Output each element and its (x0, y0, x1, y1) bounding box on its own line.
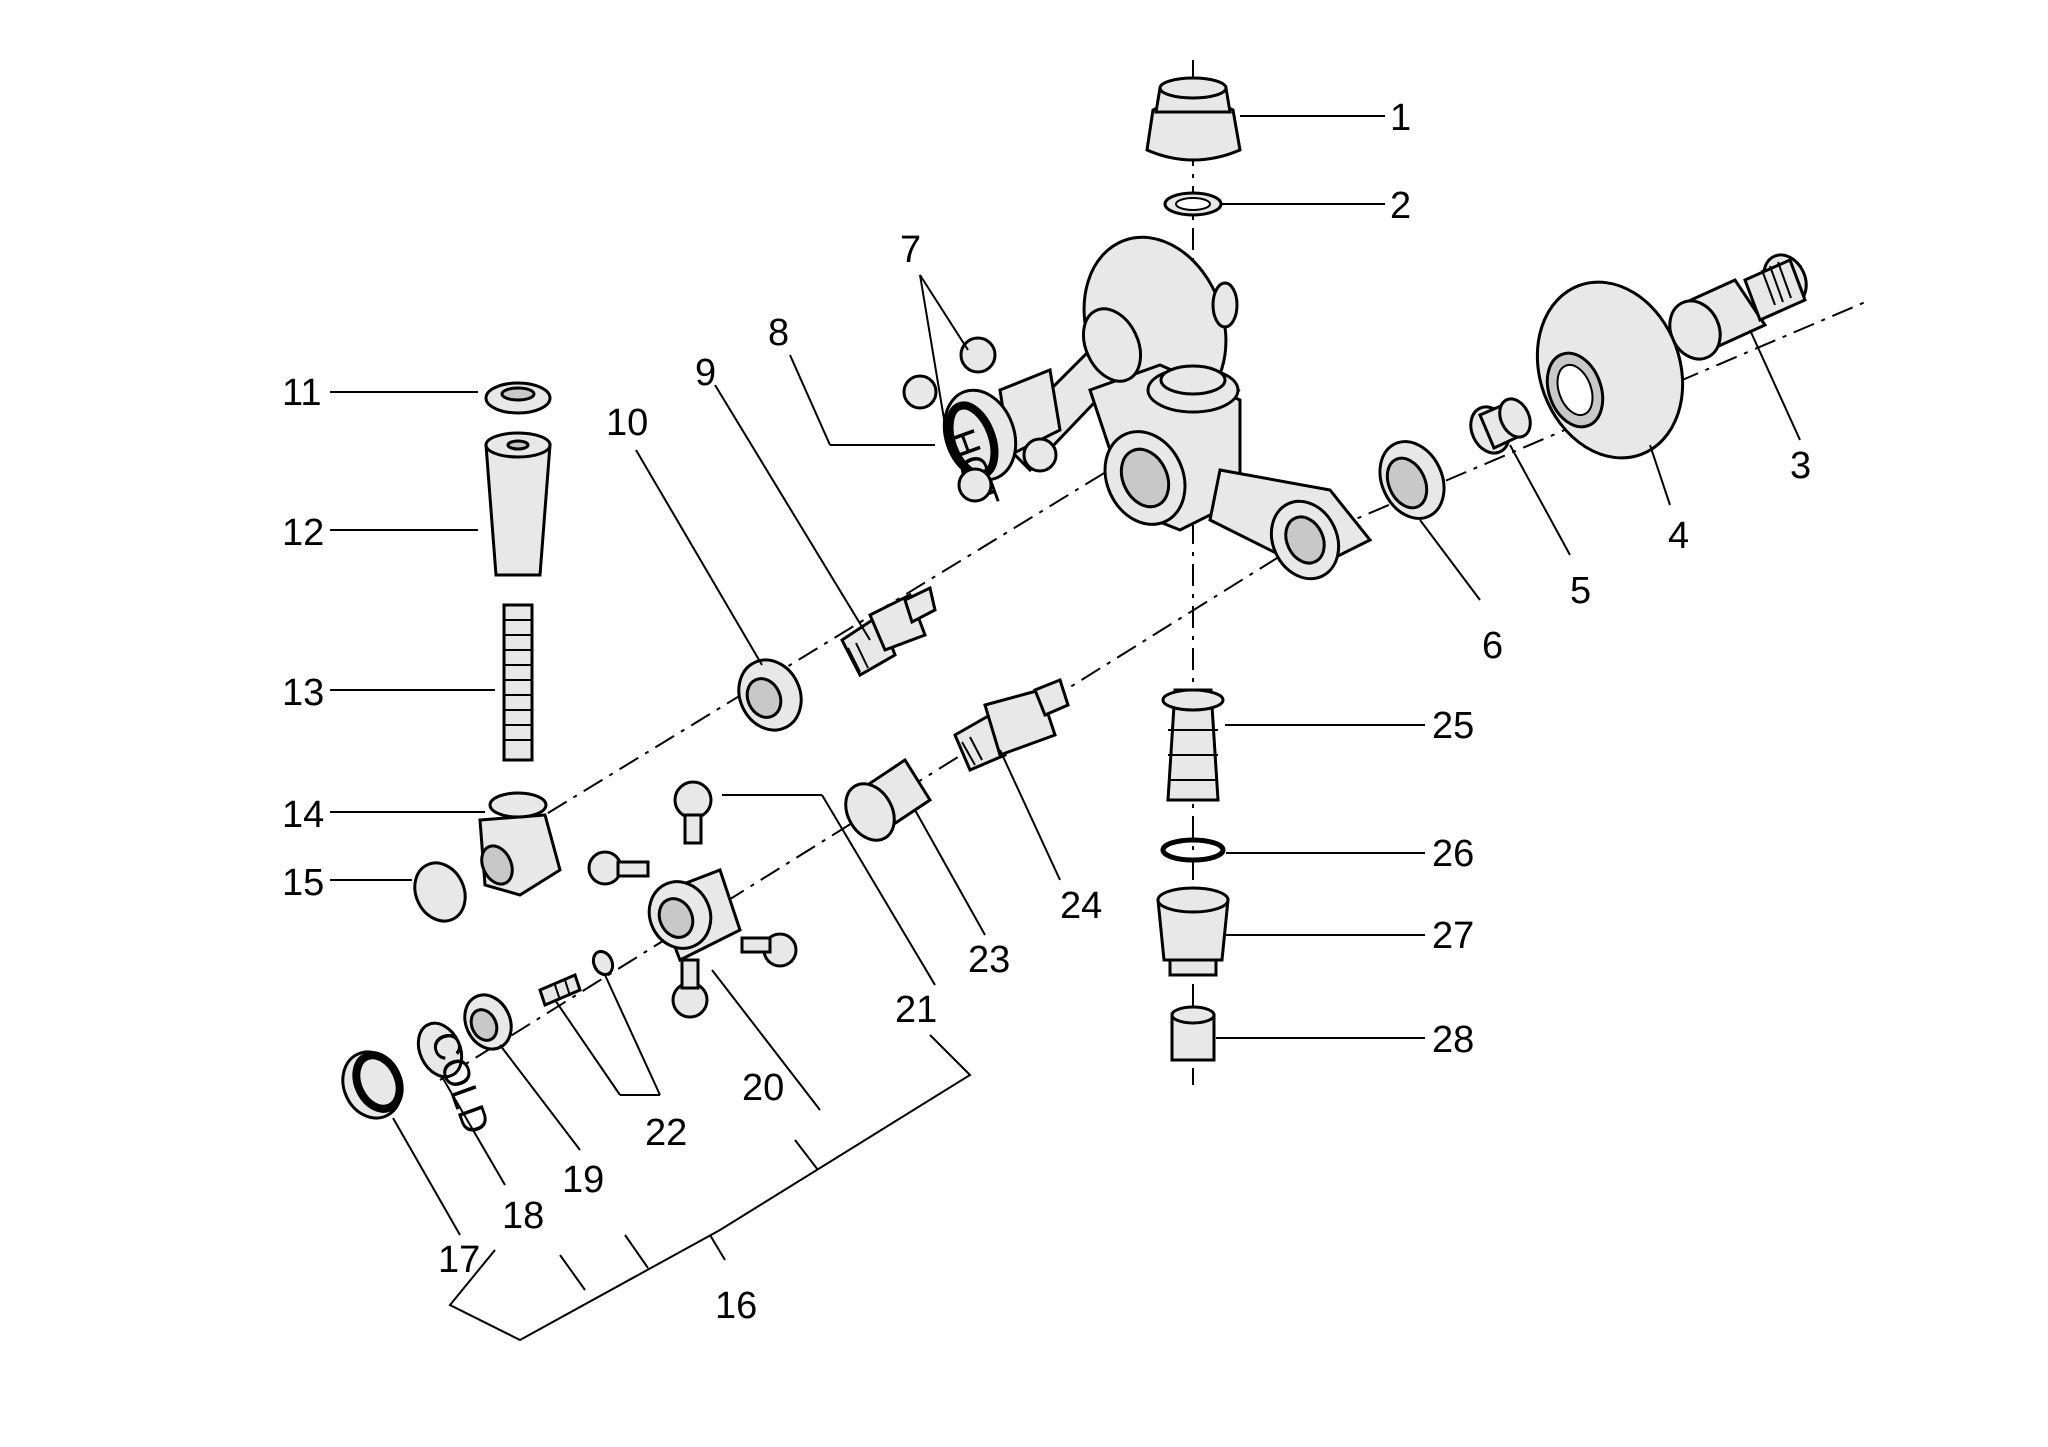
label-part-5: 5 (1570, 570, 1591, 612)
leader-lines (330, 115, 1801, 1342)
part-14-lever-hub (478, 791, 562, 897)
label-part-3: 3 (1790, 445, 1811, 487)
part-28-aerator (1170, 1005, 1216, 1062)
part-24-cartridge (953, 678, 1070, 772)
label-part-28: 28 (1432, 1019, 1474, 1061)
label-part-24: 24 (1060, 885, 1102, 927)
part-25-diverter (1161, 688, 1225, 802)
part-3-connector (1668, 253, 1808, 361)
part-19-bushing (463, 993, 513, 1051)
part-23-sleeve (844, 757, 933, 842)
part-17-ring (341, 1050, 404, 1120)
label-part-1: 1 (1390, 97, 1411, 139)
part-6-nut (1378, 440, 1446, 520)
label-part-7: 7 (900, 229, 921, 271)
label-part-9: 9 (695, 352, 716, 394)
label-part-15: 15 (282, 862, 324, 904)
label-part-25: 25 (1432, 705, 1474, 747)
label-part-4: 4 (1668, 515, 1689, 557)
label-part-11: 11 (282, 372, 321, 414)
part-26-o-ring (1160, 837, 1226, 863)
label-part-19: 19 (562, 1159, 604, 1201)
part-11-cap (484, 381, 552, 415)
part-27-adapter (1156, 886, 1230, 977)
mixer-body (997, 235, 1373, 581)
label-part-17: 17 (438, 1239, 480, 1281)
part-1-cap (1145, 76, 1242, 162)
part-5-nipple (1469, 397, 1532, 455)
label-part-23: 23 (968, 939, 1010, 981)
label-part-22: 22 (645, 1112, 687, 1154)
label-part-12: 12 (282, 512, 324, 554)
label-part-8: 8 (768, 312, 789, 354)
label-part-27: 27 (1432, 915, 1474, 957)
label-part-16: 16 (715, 1285, 757, 1327)
label-part-13: 13 (282, 672, 324, 714)
label-part-26: 26 (1432, 833, 1474, 875)
part-10-bushing (737, 658, 803, 732)
part-9-cartridge (840, 585, 937, 678)
part-12-lever-sleeve (484, 431, 552, 577)
label-part-20: 20 (742, 1067, 784, 1109)
label-part-21: 21 (895, 989, 937, 1031)
label-part-10: 10 (606, 402, 648, 444)
part-22-screw-washer (538, 949, 615, 1008)
part-15-disk (413, 861, 467, 923)
label-part-2: 2 (1390, 185, 1411, 227)
part-number-labels: 1 2 3 4 5 6 7 8 9 10 11 12 13 14 15 16 1… (282, 97, 1811, 1327)
label-part-14: 14 (282, 794, 324, 836)
part-13-threaded-rod (502, 603, 534, 762)
label-part-6: 6 (1482, 625, 1503, 667)
label-part-18: 18 (502, 1195, 544, 1237)
part-2-washer (1163, 191, 1223, 217)
hot-handle-assembly: HOT (902, 336, 1062, 514)
part-4-flange (1535, 280, 1685, 460)
part-20-cross-handle (587, 780, 798, 1019)
